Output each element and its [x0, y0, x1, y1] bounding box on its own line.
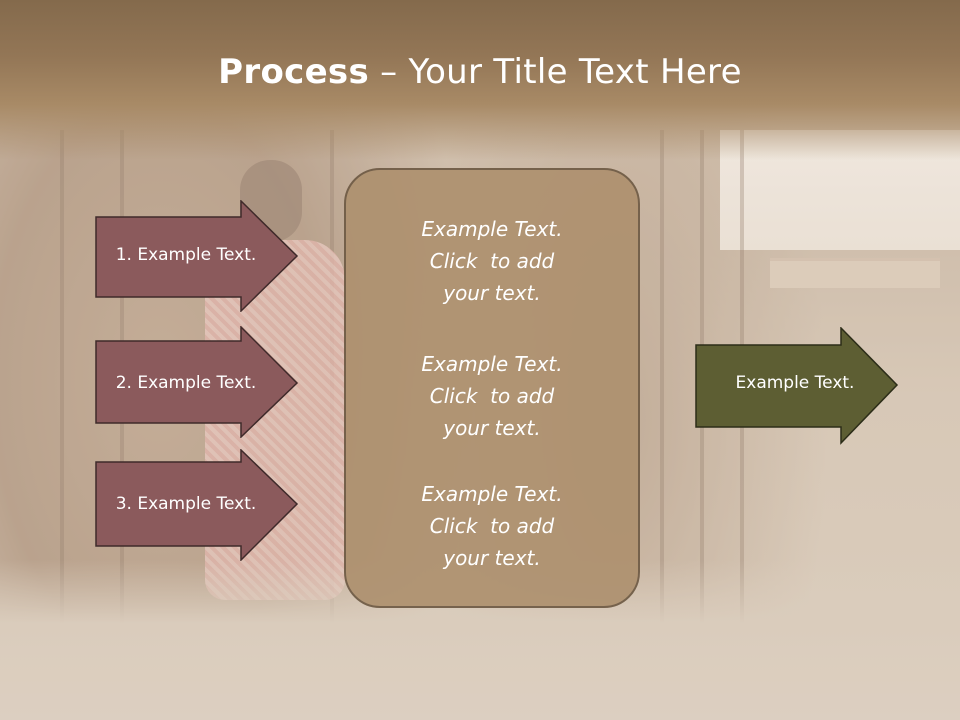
arrow-shape-2: [95, 326, 299, 438]
center-text-line: Example Text.: [421, 217, 563, 241]
step-label-1: 1. Example Text.: [115, 245, 257, 265]
center-text-line: Click to add: [429, 249, 555, 273]
center-text-line: Click to add: [429, 514, 555, 538]
result-arrow-shape: [695, 327, 899, 445]
center-text-line: your text.: [443, 416, 541, 440]
step-label-3: 3. Example Text.: [115, 494, 257, 514]
step-arrow-3[interactable]: 3. Example Text.: [95, 449, 300, 561]
title-band: [0, 0, 960, 160]
background-hut: [770, 258, 940, 288]
center-text-line: Click to add: [429, 384, 555, 408]
center-text-line: Example Text.: [421, 482, 563, 506]
slide-title[interactable]: Process – Your Title Text Here: [0, 52, 960, 92]
background-stick: [60, 130, 64, 650]
center-text-line: your text.: [443, 281, 541, 305]
arrow-shape-1: [95, 200, 299, 312]
title-bold: Process: [218, 52, 370, 92]
center-text-line: Example Text.: [421, 352, 563, 376]
title-rest: – Your Title Text Here: [369, 52, 742, 92]
result-label: Example Text.: [735, 373, 855, 393]
center-text-line: your text.: [443, 546, 541, 570]
center-text-block-1[interactable]: Example Text. Click to add your text.: [344, 213, 640, 309]
center-text-block-3[interactable]: Example Text. Click to add your text.: [344, 478, 640, 574]
result-arrow[interactable]: Example Text.: [695, 327, 900, 445]
step-arrow-2[interactable]: 2. Example Text.: [95, 326, 300, 438]
step-label-2: 2. Example Text.: [115, 373, 257, 393]
step-arrow-1[interactable]: 1. Example Text.: [95, 200, 300, 312]
center-text-block-2[interactable]: Example Text. Click to add your text.: [344, 348, 640, 444]
background-stick: [660, 130, 664, 650]
arrow-shape-3: [95, 449, 299, 561]
center-content-box[interactable]: [344, 168, 640, 608]
